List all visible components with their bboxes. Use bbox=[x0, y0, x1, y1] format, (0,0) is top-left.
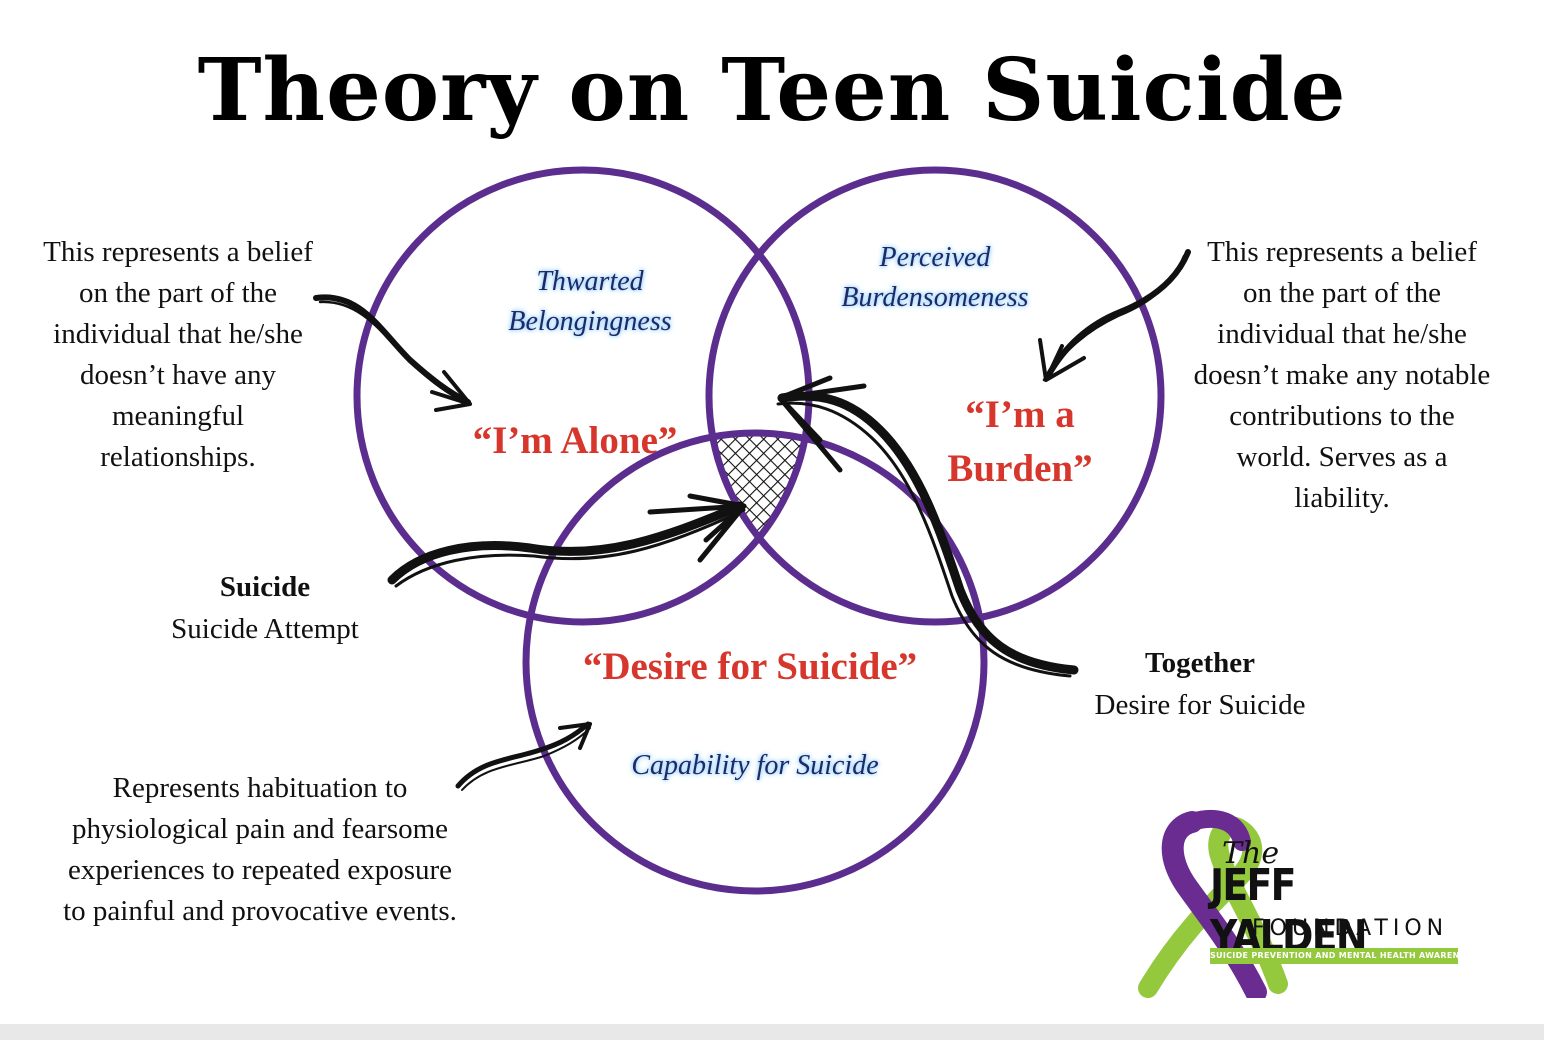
suicide-label: Suicide Suicide Attempt bbox=[140, 566, 390, 650]
left-description: This represents a belief on the part of … bbox=[43, 236, 313, 473]
perceived-burdensomeness-label: Perceived Burdensomeness bbox=[820, 238, 1050, 318]
bottom-description: Represents habituation to physiological … bbox=[63, 772, 457, 927]
arrow-right-to-burden bbox=[1038, 249, 1191, 382]
together-label: Together Desire for Suicide bbox=[1060, 642, 1340, 726]
burdensomeness-line: Burdensomeness bbox=[841, 282, 1029, 313]
logo-tagline: SUICIDE PREVENTION AND MENTAL HEALTH AWA… bbox=[1210, 948, 1458, 964]
quote-im-alone: “I’m Alone” bbox=[472, 419, 678, 462]
together-label-title: Together bbox=[1144, 647, 1256, 679]
arrow-together-to-overlap bbox=[776, 375, 1079, 678]
logo-foundation: FOUNDATION bbox=[1252, 916, 1449, 941]
right-description: This represents a belief on the part of … bbox=[1193, 236, 1491, 514]
circle-capability-for-suicide bbox=[522, 429, 988, 895]
arrow-bottom-to-capability bbox=[455, 721, 592, 791]
arrow-suicide-to-intersection bbox=[387, 493, 747, 588]
belongingness-line: Belongingness bbox=[508, 306, 672, 337]
logo-the: The bbox=[1222, 836, 1280, 871]
quote-desire-for-suicide: “Desire for Suicide” bbox=[582, 645, 918, 688]
circle-perceived-burdensomeness bbox=[705, 166, 1165, 626]
thwarted-belongingness-label: Thwarted Belongingness bbox=[480, 262, 700, 342]
page-title: Theory on Teen Suicide bbox=[197, 40, 1347, 141]
arrow-left-to-alone bbox=[313, 294, 472, 412]
together-label-subtitle: Desire for Suicide bbox=[1094, 689, 1306, 721]
capability-for-suicide-label: Capability for Suicide bbox=[631, 750, 879, 781]
suicide-label-title: Suicide bbox=[219, 571, 311, 603]
quote-burden-line1: “I’m a bbox=[965, 393, 1075, 436]
perceived-line: Perceived bbox=[879, 242, 991, 273]
suicide-label-subtitle: Suicide Attempt bbox=[171, 613, 359, 645]
logo-name: JEFF YALDEN bbox=[1210, 860, 1368, 962]
quote-burden-line2: Burden” bbox=[947, 447, 1093, 490]
thwarted-line: Thwarted bbox=[536, 266, 644, 297]
bottom-bar bbox=[0, 1024, 1544, 1040]
quote-im-a-burden: “I’m a Burden” bbox=[920, 388, 1120, 496]
